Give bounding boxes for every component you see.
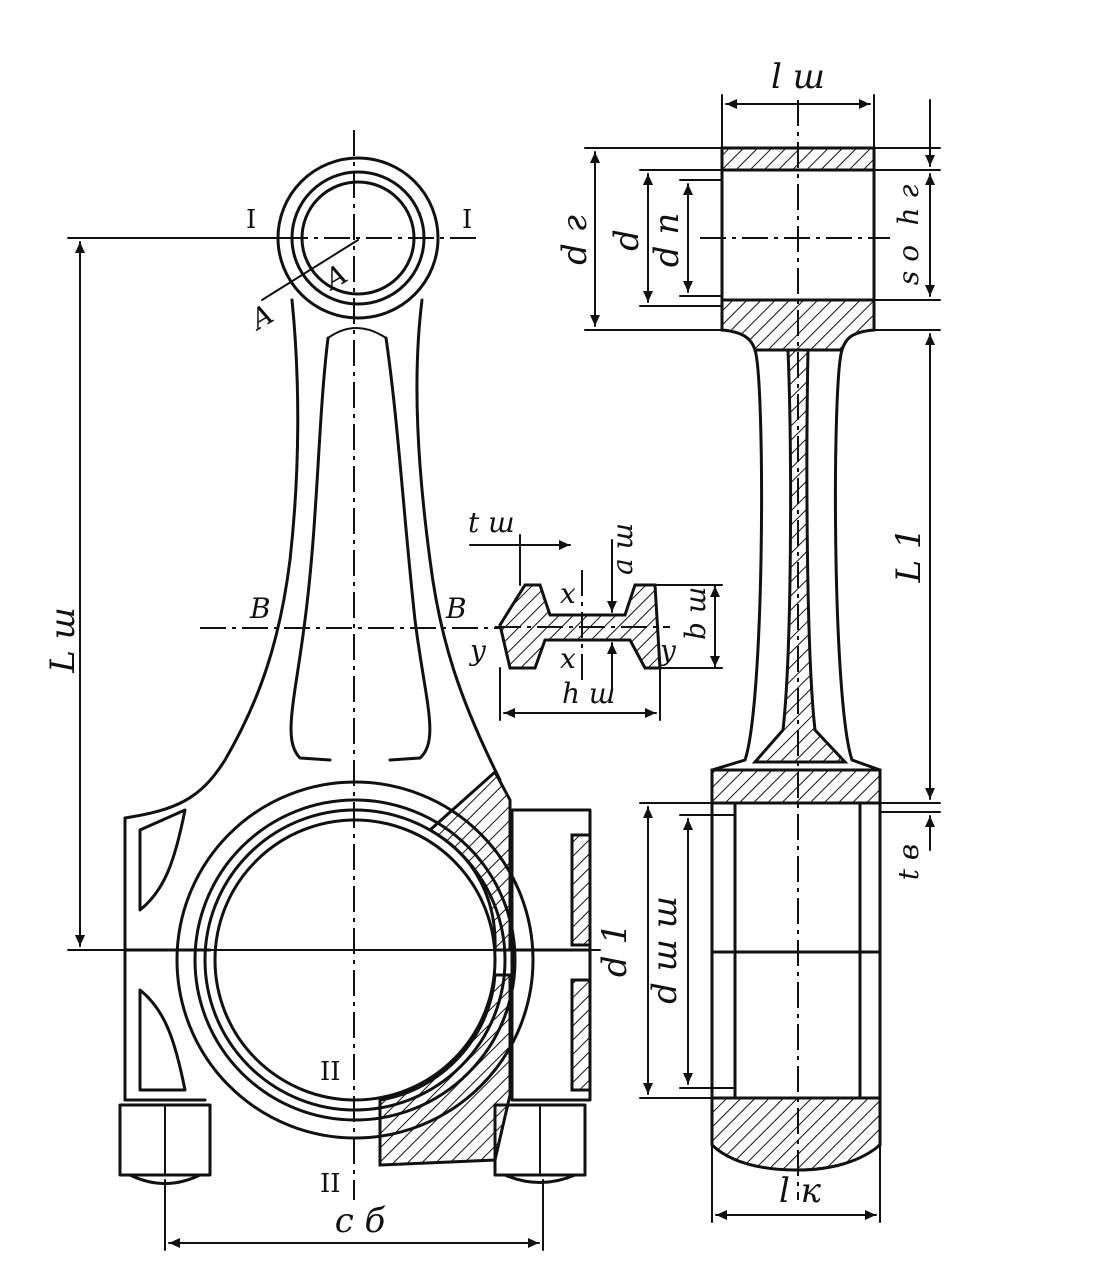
label-II-top: II [320, 1057, 341, 1087]
shank-outer-right [415, 298, 502, 782]
i-beam-section: t ш a ш b ш h ш x x y y [468, 506, 723, 721]
small-end-bore [300, 180, 416, 296]
side-shank-web [751, 348, 849, 764]
bolt-left [118, 1103, 212, 1185]
label-l-sh: l ш [771, 57, 825, 97]
big-end-left-pocket-lower [138, 988, 187, 1092]
big-end-section-upper [427, 769, 512, 952]
big-end-section-lower [378, 973, 512, 1167]
label-s-o: s о [892, 245, 925, 285]
big-end-ring-1 [193, 798, 517, 1122]
label-A-1: A [242, 297, 279, 337]
side-shank-outer-left [710, 348, 764, 772]
small-end-outer [276, 156, 440, 320]
big-end-bore [213, 818, 497, 1102]
label-II-bot: II [320, 1169, 341, 1199]
label-d-p: d п [647, 213, 687, 267]
label-c-b: c б [335, 1201, 386, 1241]
label-b-sh: b ш [679, 587, 712, 640]
shank-rib-right [384, 336, 432, 762]
label-I-left: I [246, 205, 256, 235]
label-t-v: t в [892, 844, 925, 880]
big-end-left-pocket-upper [138, 808, 187, 912]
label-d-g: d г [555, 215, 595, 265]
bolt-right [493, 808, 592, 1184]
label-h-sh: h ш [562, 677, 615, 710]
small-end-bushing [290, 170, 426, 306]
label-y-right: y [658, 634, 677, 667]
big-end-side-top [710, 768, 882, 805]
label-a-sh: a ш [606, 523, 639, 575]
big-end-body-left [123, 816, 207, 1102]
small-end-head-bottom [720, 298, 876, 352]
big-end-cap-side [710, 1096, 882, 1172]
label-y-left: y [468, 634, 487, 667]
label-x-bot: x [560, 642, 576, 675]
side-shank-outer-right [833, 348, 882, 772]
big-end-outer [175, 780, 535, 1140]
label-x-top: x [560, 577, 576, 610]
label-I-right: I [462, 205, 472, 235]
section-a-line [261, 239, 359, 301]
side-view: l ш d г d d п h г s о L 1 t в d 1 d ш ш … [555, 57, 941, 1223]
label-h-g: h г [892, 184, 925, 225]
label-B-left: B [249, 592, 271, 625]
shank-outer-left [123, 298, 300, 820]
label-l-k: l к [779, 1171, 822, 1211]
label-d: d [607, 229, 647, 251]
label-B-right: B [445, 592, 467, 625]
label-L-sh: L ш [43, 607, 83, 674]
shank-rib-left [289, 336, 332, 762]
shank-rib-top [327, 327, 387, 339]
big-end-ring-2 [203, 808, 507, 1112]
front-view: L ш c б I I A A B B II II [43, 130, 601, 1251]
label-d-shsh: d ш ш [645, 896, 685, 1004]
label-L-1: L 1 [889, 527, 929, 583]
small-end-head-top [720, 146, 876, 172]
label-d-1: d 1 [595, 923, 635, 977]
label-t-sh: t ш [468, 506, 515, 539]
